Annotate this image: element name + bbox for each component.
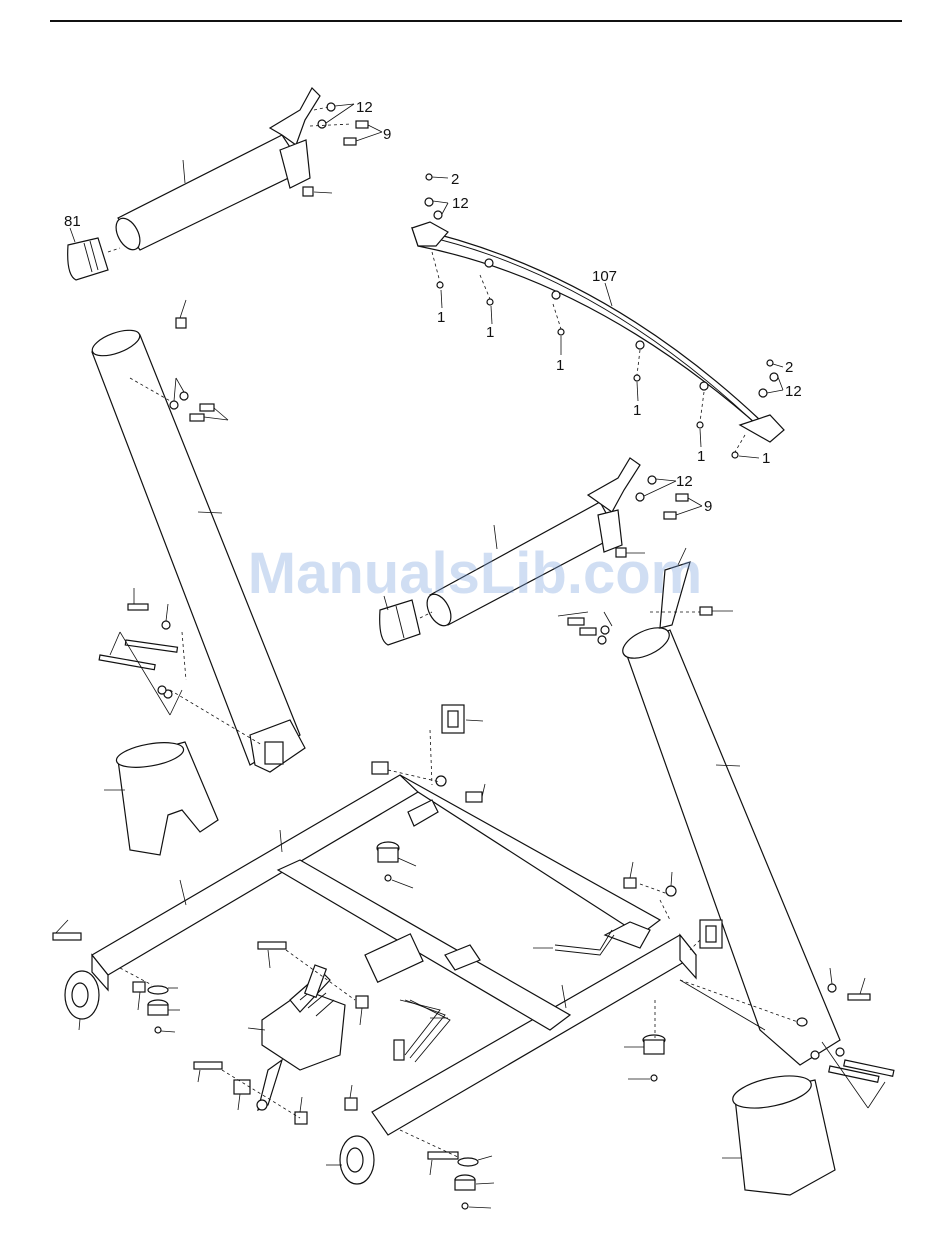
- left-upright-post: [89, 325, 305, 772]
- crossbar-top-fasteners: [425, 174, 783, 397]
- callout-1: 1: [486, 324, 494, 341]
- callout-9: 9: [704, 498, 712, 515]
- right-upright-base-shroud: [722, 1070, 835, 1195]
- callout-1: 1: [762, 450, 770, 467]
- callout-12: 12: [785, 383, 802, 400]
- upper-left-fasteners: [303, 103, 382, 196]
- callout-107: 107: [592, 268, 617, 285]
- end-cap-81: [68, 228, 120, 280]
- callout-81: 81: [64, 213, 81, 230]
- callout-9: 9: [383, 126, 391, 143]
- right-upright-post: [618, 548, 840, 1065]
- right-rear-wheel: [326, 1136, 374, 1184]
- callout-12: 12: [452, 195, 469, 212]
- curved-crossbar-107: [412, 222, 784, 442]
- callout-1: 1: [633, 402, 641, 419]
- callout-2: 2: [451, 171, 459, 188]
- upper-right-handrail-tube: [422, 458, 645, 630]
- callout-12: 12: [676, 473, 693, 490]
- callout-1: 1: [697, 448, 705, 465]
- wire-harness: [394, 1000, 450, 1062]
- callout-2: 2: [785, 359, 793, 376]
- right-end-cap: [380, 596, 432, 645]
- incline-motor-assembly: [248, 965, 345, 1110]
- left-upright-base-shroud: [104, 738, 218, 855]
- left-rear-wheel: [65, 971, 99, 1030]
- callout-1: 1: [556, 357, 564, 374]
- upper-left-handrail-tube: [111, 88, 320, 254]
- frame-center-leveler: [377, 842, 416, 888]
- callout-12: 12: [356, 99, 373, 116]
- base-frame: [92, 775, 696, 1135]
- callout-1: 1: [437, 309, 445, 326]
